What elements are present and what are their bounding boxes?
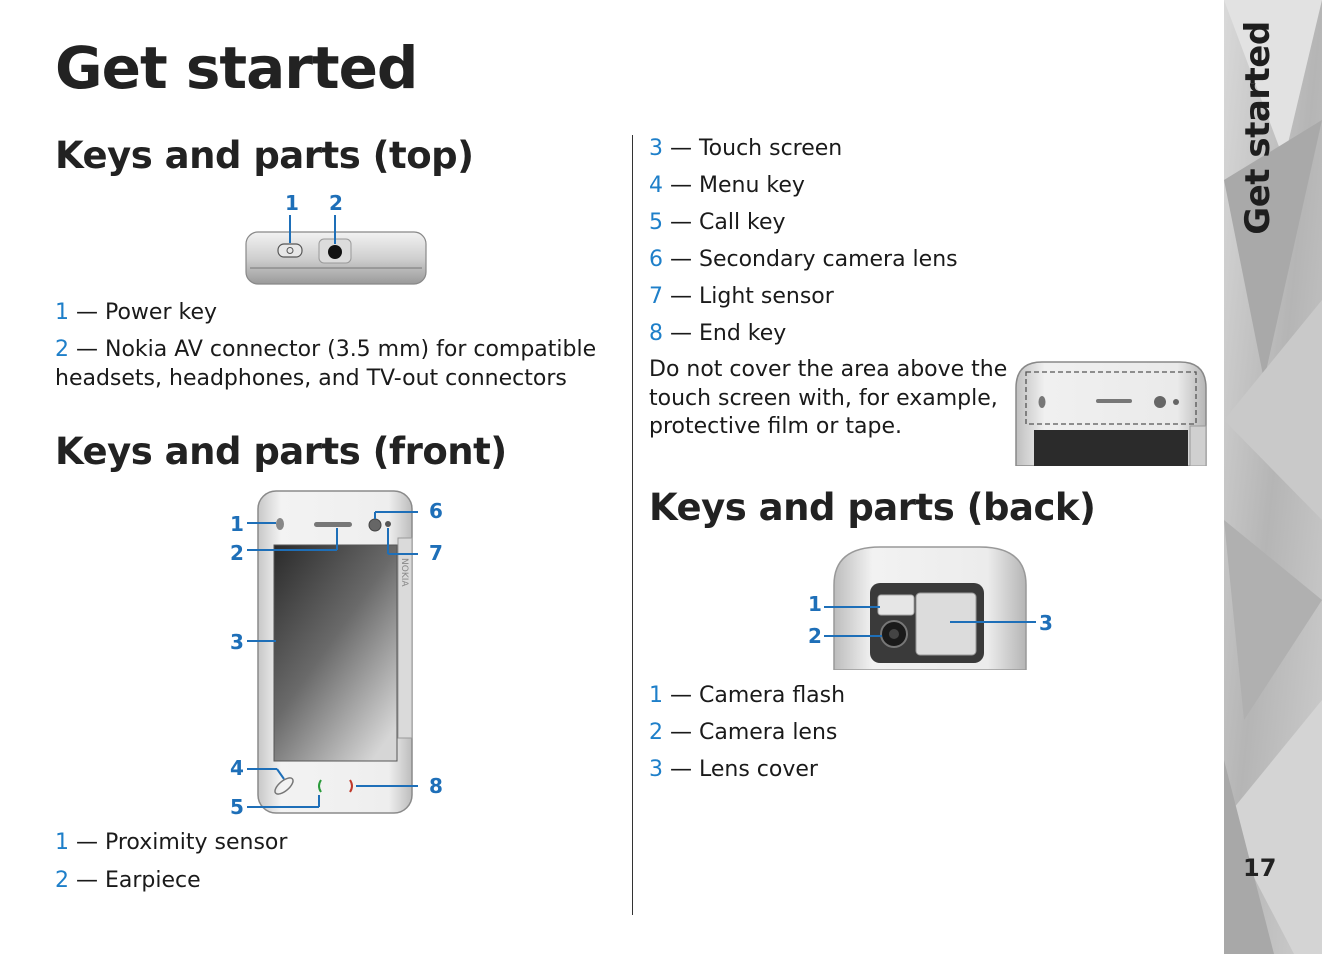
item-number: 1 (649, 683, 663, 708)
menu-key-shape (274, 777, 294, 795)
item-text: — Proximity sensor (69, 830, 288, 855)
camera-flash-shape (877, 594, 915, 616)
list-item: 1 — Proximity sensor (55, 828, 287, 857)
section-heading-top: Keys and parts (top) (55, 134, 474, 177)
phone-back-figure: 1 2 3 (808, 546, 1053, 670)
phone-side-edge (397, 537, 413, 739)
list-item: 1 — Camera flash (649, 681, 845, 710)
front-callout-1: 1 (230, 512, 244, 536)
note-line: touch screen with, for example, (649, 385, 998, 411)
list-item: 6 — Secondary camera lens (649, 245, 958, 274)
item-text: — End key (663, 321, 787, 346)
phone-sensor-area-figure (1015, 361, 1207, 466)
list-item: 7 — Light sensor (649, 282, 834, 311)
note-paragraph: Do not cover the area above the touch sc… (649, 356, 1007, 442)
front-callout-6: 6 (429, 499, 443, 523)
item-text: — Camera flash (663, 683, 846, 708)
secondary-camera-shape (1154, 396, 1166, 408)
side-tab-texture (1224, 0, 1322, 954)
list-item: 2 — Nokia AV connector (3.5 mm) for comp… (55, 335, 596, 364)
side-tab-title: Get started (1230, 21, 1286, 234)
item-number: 4 (649, 173, 663, 198)
item-text: — Lens cover (663, 757, 818, 782)
section-heading-back: Keys and parts (back) (649, 486, 1096, 529)
item-number: 6 (649, 247, 663, 272)
item-text: — Nokia AV connector (3.5 mm) for compat… (69, 337, 597, 362)
light-sensor-shape (385, 521, 391, 527)
note-line: Do not cover the area above the (649, 357, 1008, 382)
top-callout-1: 1 (285, 191, 299, 215)
item-text: — Camera lens (663, 720, 838, 745)
item-number: 2 (649, 720, 663, 745)
call-key-shape (318, 779, 322, 793)
touch-screen-shape (273, 544, 398, 762)
item-number: 3 (649, 757, 663, 782)
brand-mark: NOKIA (399, 558, 409, 587)
front-callout-5: 5 (230, 795, 244, 818)
list-item-continuation: headsets, headphones, and TV-out connect… (55, 366, 567, 391)
side-edge (1189, 425, 1207, 466)
note-line: protective film or tape. (649, 414, 903, 439)
front-callout-8: 8 (429, 774, 443, 798)
list-item: 3 — Lens cover (649, 755, 818, 784)
light-sensor-shape (1173, 399, 1179, 405)
screen-edge (1034, 430, 1188, 466)
page-number: 17 (1243, 854, 1277, 882)
list-item: 4 — Menu key (649, 171, 805, 200)
power-key-symbol (286, 247, 294, 254)
phone-top-figure: 1 2 (245, 191, 427, 285)
av-connector-hole (328, 245, 342, 259)
camera-lens-inner (889, 629, 899, 639)
page-title: Get started (55, 34, 418, 102)
side-tab-label: Get started (1238, 20, 1278, 235)
item-text: — Call key (663, 210, 786, 235)
front-callout-7: 7 (429, 541, 443, 565)
proximity-sensor-shape (276, 518, 284, 530)
item-text: — Light sensor (663, 284, 834, 309)
list-item: 8 — End key (649, 319, 786, 348)
do-not-cover-area (1025, 371, 1197, 425)
list-item: 2 — Earpiece (55, 866, 201, 895)
end-key-shape (349, 779, 353, 793)
column-divider (632, 135, 633, 915)
item-number: 1 (55, 830, 69, 855)
item-number: 2 (55, 868, 69, 893)
list-item: 3 — Touch screen (649, 134, 842, 163)
item-text: — Earpiece (69, 868, 201, 893)
item-number: 3 (649, 136, 663, 161)
item-number: 8 (649, 321, 663, 346)
back-callout-1: 1 (808, 592, 822, 616)
lens-cover-shape (915, 592, 977, 656)
section-heading-front: Keys and parts (front) (55, 430, 507, 473)
front-callout-2: 2 (230, 541, 244, 565)
phone-front-figure: NOKIA 1 2 3 4 5 6 7 8 (230, 490, 443, 818)
item-text: — Power key (69, 300, 218, 325)
front-callout-4: 4 (230, 756, 244, 780)
item-number: 5 (649, 210, 663, 235)
back-callout-2: 2 (808, 624, 822, 648)
power-key-shape (277, 243, 303, 258)
item-number: 1 (55, 300, 69, 325)
item-text: — Secondary camera lens (663, 247, 958, 272)
list-item: 1 — Power key (55, 298, 217, 327)
back-callout-3: 3 (1039, 611, 1053, 635)
top-callout-2: 2 (329, 191, 343, 215)
list-item: 2 — Camera lens (649, 718, 837, 747)
secondary-camera-shape (368, 518, 382, 532)
item-number: 7 (649, 284, 663, 309)
list-item: 5 — Call key (649, 208, 786, 237)
item-text: — Menu key (663, 173, 805, 198)
item-number: 2 (55, 337, 69, 362)
item-text: — Touch screen (663, 136, 843, 161)
proximity-sensor-shape (1038, 396, 1046, 408)
earpiece-shape (314, 522, 352, 527)
front-callout-3: 3 (230, 630, 244, 654)
side-tab-background (1224, 0, 1322, 954)
earpiece-shape (1096, 399, 1132, 403)
